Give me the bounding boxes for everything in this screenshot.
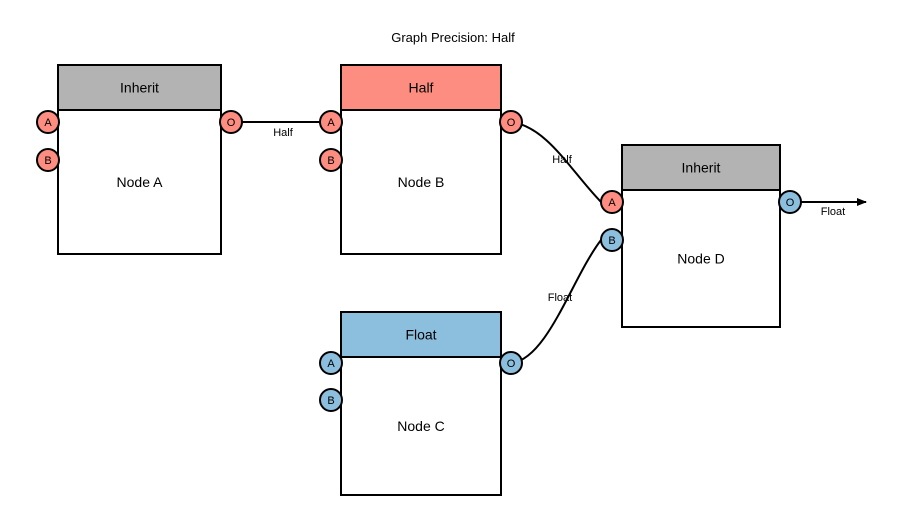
graph-edge[interactable]: Float — [791, 198, 867, 218]
input-port-label: B — [44, 155, 51, 167]
input-port-a[interactable] — [36, 110, 60, 134]
edge-label: Float — [548, 292, 572, 304]
input-port-a[interactable] — [600, 190, 624, 214]
edge-label: Half — [273, 127, 294, 139]
graph-edge[interactable]: Half — [511, 121, 602, 203]
input-port-label: A — [327, 117, 335, 129]
page-title: Graph Precision: Half — [391, 30, 515, 45]
edge-label: Half — [552, 154, 573, 166]
node-header-label: Inherit — [120, 80, 159, 96]
edge-line[interactable] — [511, 239, 602, 364]
node-header-box[interactable] — [340, 64, 502, 111]
input-port-b[interactable] — [600, 228, 624, 252]
node-header-box[interactable] — [340, 311, 502, 358]
output-port-label: O — [507, 117, 516, 129]
output-port-label: O — [227, 117, 236, 129]
output-port-label: O — [786, 197, 795, 209]
node-body-label: Node D — [677, 251, 724, 267]
input-port-b[interactable] — [36, 148, 60, 172]
node-header-box[interactable] — [57, 64, 222, 111]
input-port-b[interactable] — [319, 388, 343, 412]
node-body-label: Node A — [117, 174, 164, 190]
node-body-label: Node C — [397, 418, 444, 434]
graph-edge[interactable]: Float — [511, 239, 602, 364]
output-port-label: O — [507, 358, 516, 370]
input-port-b[interactable] — [319, 148, 343, 172]
input-port-label: A — [327, 358, 335, 370]
graph-edge[interactable]: Half — [232, 121, 320, 139]
output-port-o[interactable] — [778, 190, 802, 214]
node-header-label: Half — [409, 80, 434, 96]
input-port-label: A — [44, 117, 52, 129]
input-port-label: A — [608, 197, 616, 209]
output-port-o[interactable] — [219, 110, 243, 134]
node-header-label: Float — [405, 327, 436, 343]
edge-line[interactable] — [511, 121, 602, 203]
output-port-o[interactable] — [499, 110, 523, 134]
node-body-label: Node B — [398, 174, 445, 190]
node-header-label: Inherit — [682, 160, 721, 176]
input-port-label: B — [327, 395, 334, 407]
edge-label: Float — [821, 206, 845, 218]
input-port-label: B — [608, 235, 615, 247]
input-port-label: B — [327, 155, 334, 167]
node-header-box[interactable] — [621, 144, 781, 191]
input-port-a[interactable] — [319, 110, 343, 134]
input-port-a[interactable] — [319, 351, 343, 375]
output-port-o[interactable] — [499, 351, 523, 375]
